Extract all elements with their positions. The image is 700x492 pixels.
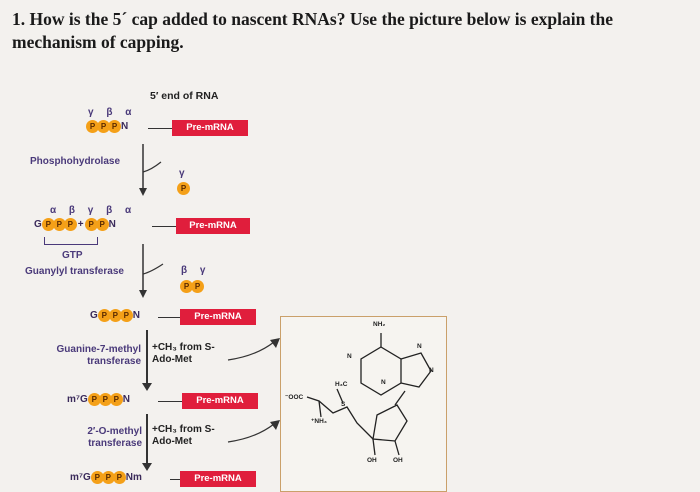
- arrowhead: [142, 383, 152, 391]
- arrowhead: [142, 463, 152, 471]
- phosphate: P: [41, 218, 55, 231]
- chem-oh-label: OH: [393, 457, 403, 464]
- pre-mrna-bar-2: Pre-mRNA: [176, 218, 250, 234]
- gtp-bracket: [44, 237, 98, 245]
- row1-greek: γ β α: [88, 107, 137, 118]
- methyl-donor-2: +CH₃ from S-Ado-Met: [152, 424, 215, 447]
- enzyme-guanylyl-transferase: Guanylyl transferase: [25, 266, 124, 277]
- methyl-guanine: m⁷G: [70, 472, 91, 483]
- nucleotide-n: N: [132, 310, 141, 321]
- phosphate: P: [177, 182, 190, 196]
- chem-s-label: S: [341, 401, 346, 408]
- phosphate: P: [112, 471, 126, 484]
- pre-mrna-bar-1: Pre-mRNA: [172, 120, 248, 136]
- five-prime-end-label: 5′ end of RNA: [150, 90, 219, 102]
- guanine-g: G: [34, 219, 42, 230]
- chem-ooc-label: ⁻OOC: [285, 394, 304, 401]
- chem-n-label: N: [417, 343, 422, 350]
- chem-nh2-label: NH₂: [373, 321, 386, 328]
- chem-oh-label: OH: [367, 457, 377, 464]
- phosphate: P: [97, 309, 111, 322]
- chem-n-label: N: [347, 353, 352, 360]
- connector-line: [170, 479, 180, 480]
- connector-line: [148, 128, 172, 129]
- nucleotide-n: N: [121, 121, 129, 132]
- chem-h3c-label: H₃C: [335, 381, 348, 388]
- arrow-to-structure-2: [227, 420, 280, 443]
- phosphate: P: [90, 471, 104, 484]
- phosphate: P: [52, 218, 66, 231]
- step3-arrow: [146, 330, 148, 386]
- phosphate: P: [97, 120, 110, 133]
- guanine-g: G: [90, 310, 98, 321]
- methyl-guanine: m⁷G: [67, 394, 88, 405]
- arrow-to-structure-1: [227, 338, 280, 361]
- question-text: 1. How is the 5´ cap added to nascent RN…: [12, 9, 613, 52]
- phosphate: P: [87, 393, 101, 406]
- phosphate: P: [108, 120, 121, 133]
- pre-mrna-bar-4: Pre-mRNA: [182, 393, 258, 409]
- sam-structure-box: NH₂ N N N N H₃C S ⁻OOC ⁺NH₃ OH OH: [280, 316, 447, 492]
- phosphate: P: [101, 471, 115, 484]
- phosphate: P: [95, 218, 109, 231]
- connector-line: [158, 317, 180, 318]
- chem-n-label: N: [381, 379, 386, 386]
- phosphate: P: [98, 393, 112, 406]
- nucleotide-n: N: [122, 394, 131, 405]
- phosphate: P: [108, 309, 122, 322]
- pre-mrna-bar-3: Pre-mRNA: [180, 309, 256, 325]
- enzyme-guanine-7-methyltransferase: Guanine-7-methyl transferase: [56, 344, 141, 367]
- released-phosphate-1: P: [177, 180, 190, 198]
- pre-mrna-bar-5: Pre-mRNA: [180, 471, 256, 487]
- connector-line: [152, 226, 176, 227]
- nucleotide-n: N: [108, 219, 116, 230]
- phosphate: P: [109, 393, 123, 406]
- reaction-arrow-2: [139, 244, 164, 298]
- phosphate: P: [63, 218, 77, 231]
- phosphate: P: [86, 120, 99, 133]
- step4-arrow: [146, 414, 148, 466]
- chem-nh3-label: ⁺NH₃: [311, 418, 327, 425]
- released-beta-gamma-label: β γ: [181, 265, 211, 276]
- chem-n-label: N: [429, 367, 434, 374]
- phosphate: P: [191, 280, 204, 294]
- gtp-label: GTP: [62, 250, 83, 261]
- sam-structure-drawing: [306, 333, 432, 456]
- enzyme-2-o-methyltransferase: 2′-O-methyl transferase: [87, 426, 142, 449]
- released-gamma-label: γ: [179, 168, 190, 179]
- row2-greek: α β γ β α: [50, 205, 137, 216]
- enzyme-phosphohydrolase: Phosphohydrolase: [30, 156, 121, 167]
- phosphate: P: [84, 218, 98, 231]
- methyl-donor-1: +CH₃ from S-Ado-Met: [152, 342, 215, 365]
- reaction-arrow-1: [139, 144, 162, 196]
- phosphate: P: [119, 309, 133, 322]
- plus-sign: +: [77, 219, 84, 230]
- phosphate: P: [180, 280, 193, 294]
- nucleotide-nm: Nm: [125, 472, 142, 483]
- connector-line: [158, 401, 182, 402]
